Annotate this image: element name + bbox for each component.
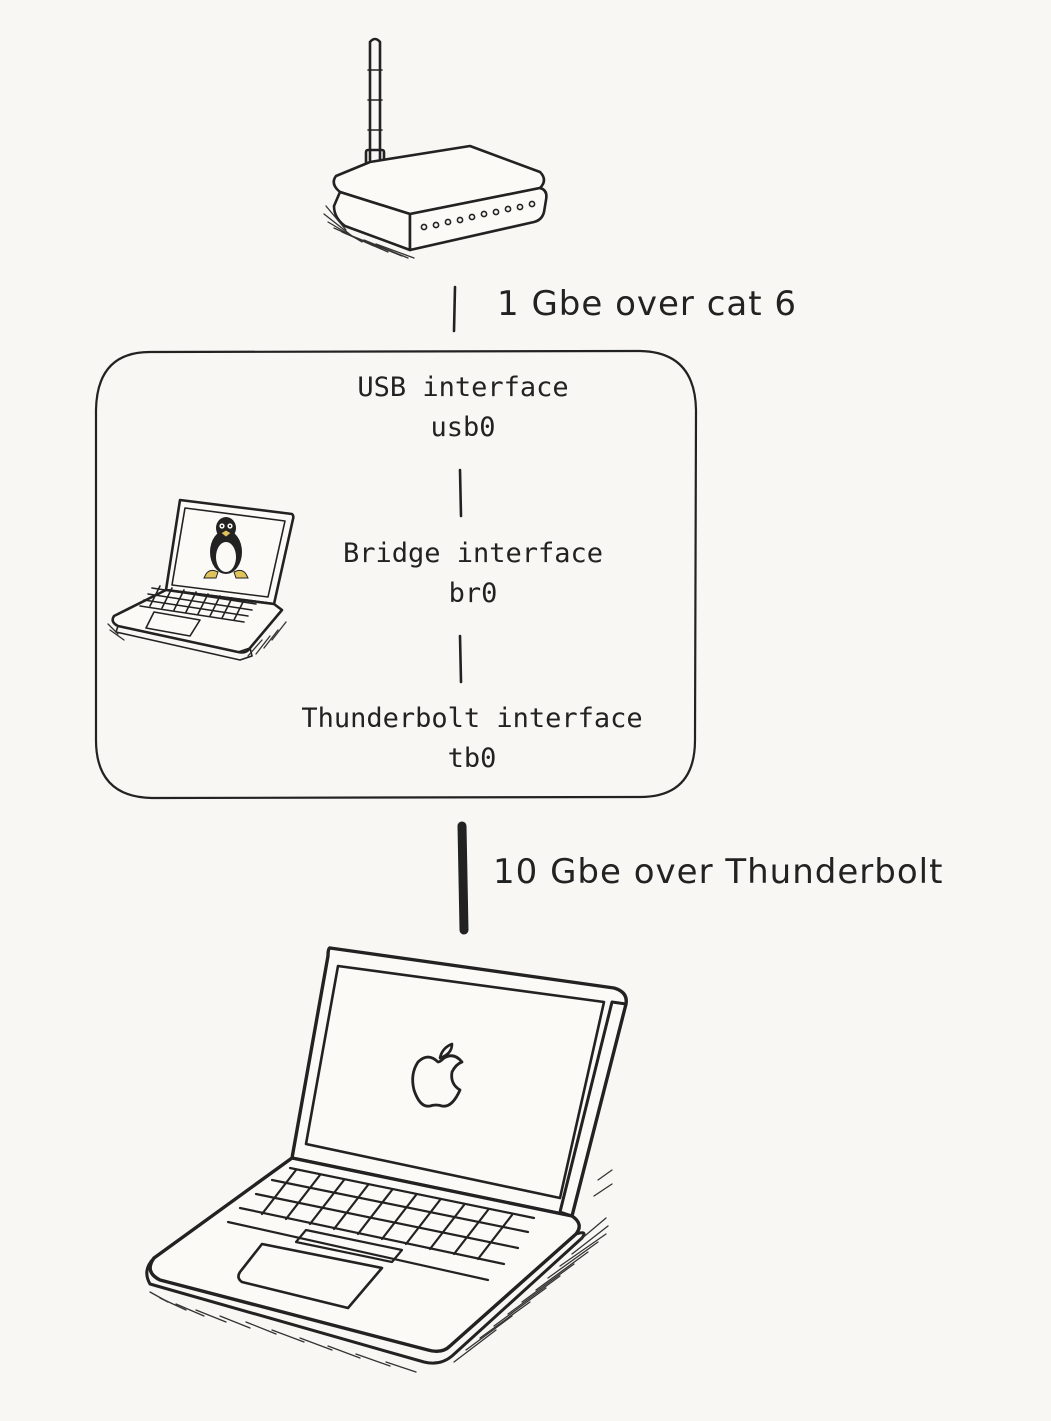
thunderbolt-link-label: 10 Gbe over Thunderbolt — [493, 852, 944, 892]
usb-interface-device: usb0 — [430, 412, 496, 443]
bridge-interface-device: br0 — [448, 578, 498, 609]
usb-interface-name: USB interface — [357, 372, 569, 403]
macbook-icon — [145, 946, 628, 1373]
apple-logo-icon — [411, 1042, 464, 1108]
bridge-to-thunderbolt-link — [458, 634, 463, 684]
tux-penguin-icon — [203, 517, 249, 579]
bridge-interface-name: Bridge interface — [342, 538, 604, 569]
usb-interface-label: USB interface usb0 — [313, 368, 613, 448]
thunderbolt-interface-name: Thunderbolt interface — [301, 703, 643, 734]
wifi-router-icon — [323, 37, 548, 259]
thunderbolt-interface-device: tb0 — [447, 743, 497, 774]
linux-bridge-box — [94, 349, 698, 800]
usb-to-bridge-link — [458, 468, 463, 518]
bridge-interface-label: Bridge interface br0 — [313, 534, 633, 614]
cat6-link-label: 1 Gbe over cat 6 — [497, 284, 798, 324]
thunderbolt-interface-label: Thunderbolt interface tb0 — [272, 699, 672, 779]
linux-laptop-icon — [107, 498, 295, 661]
thunderbolt-link — [457, 821, 469, 935]
cat6-link — [452, 285, 457, 333]
